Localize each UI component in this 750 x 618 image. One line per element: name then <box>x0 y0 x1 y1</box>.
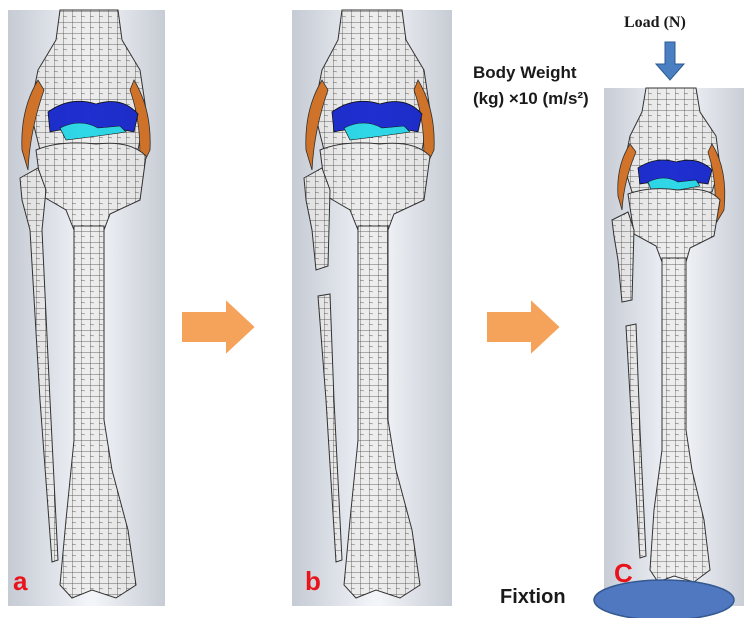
panel-label-b: b <box>305 566 321 597</box>
knee-model-loaded <box>604 88 744 606</box>
knee-model-fractured <box>292 10 452 606</box>
arrow-right-icon <box>181 298 256 356</box>
fixation-label: Fixtion <box>500 586 566 609</box>
body-weight-label: Body Weight <box>473 63 577 83</box>
knee-model-intact <box>8 10 165 606</box>
arrow-down-icon <box>656 42 684 80</box>
arrow-right-icon <box>486 298 561 356</box>
panel-label-a: a <box>13 566 27 597</box>
load-label: Load (N) <box>624 14 686 32</box>
body-weight-formula: (kg) ×10 (m/s²) <box>473 89 589 109</box>
panel-label-c: C <box>614 558 633 589</box>
